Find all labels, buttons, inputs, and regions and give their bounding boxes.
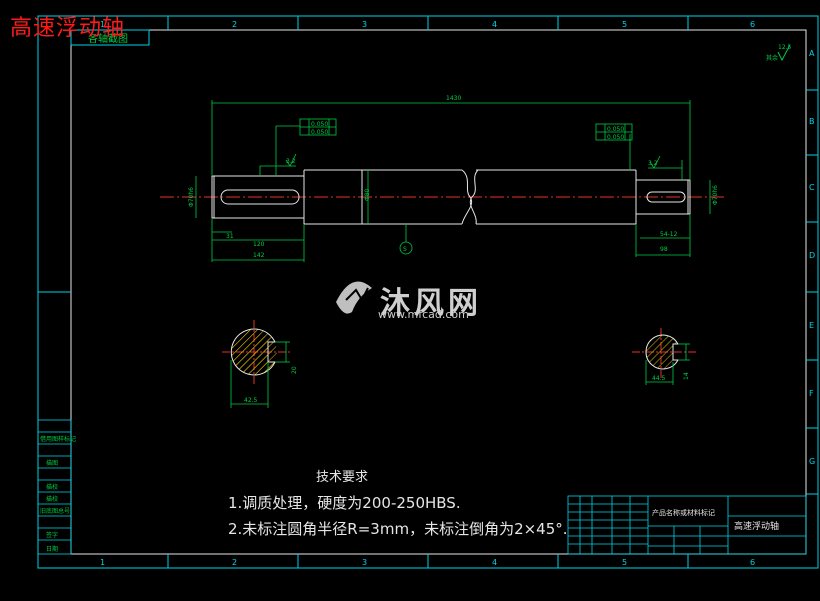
top-zone-2: 2 — [232, 20, 237, 29]
shaft-outline — [211, 169, 691, 225]
top-zone-ruler — [38, 16, 818, 568]
top-zone-6: 6 — [750, 20, 755, 29]
dim-len-142: 142 — [253, 252, 265, 259]
tl-label: 各轴截图 — [88, 32, 128, 45]
section-left: 42.5 20 — [222, 320, 298, 408]
right-zone-f: F — [809, 389, 814, 398]
datum-letter: S — [403, 246, 407, 253]
right-zone-c: C — [809, 183, 815, 192]
right-zone-b: B — [809, 117, 815, 126]
watermark-url: www.mfcad.com — [378, 308, 469, 321]
dimension-lines — [195, 100, 711, 262]
right-zone-g: G — [809, 457, 815, 466]
datum-icon — [399, 241, 413, 255]
sec-left-v: 20 — [291, 366, 298, 374]
title-block — [567, 495, 807, 555]
tol-right-2: 0.050 — [607, 134, 624, 141]
tol-right-1: 0.050 — [607, 126, 624, 133]
tl-label-box — [70, 29, 150, 46]
section-right: 44.5 14 — [632, 328, 696, 385]
dim-len-120: 120 — [253, 241, 265, 248]
roughness-other-icon — [777, 44, 791, 62]
strip-6: 签字 — [46, 531, 58, 539]
top-zone-5: 5 — [622, 20, 627, 29]
sec-right-h: 44.5 — [652, 375, 666, 382]
top-zone-3: 3 — [362, 20, 367, 29]
dim-left-dia: Φ70h6 — [188, 187, 195, 207]
dim-key-width: 54-12 — [660, 231, 678, 238]
tech-line-1: 1.调质处理，硬度为200-250HBS. — [228, 494, 461, 512]
dim-len-31: 31 — [226, 233, 234, 240]
shaft-roughness-icons — [285, 153, 661, 169]
bottom-zone-1: 1 — [100, 558, 105, 567]
bottom-zone-2: 2 — [232, 558, 237, 567]
dim-right-dia: Φ70h6 — [712, 185, 719, 205]
top-zone-4: 4 — [492, 20, 497, 29]
title-block-material: 产品名称或材料标记 — [652, 508, 715, 517]
bottom-zone-5: 5 — [622, 558, 627, 567]
page-title: 高速浮动轴 — [10, 16, 126, 41]
dim-center-dia: Φ80 — [364, 188, 371, 201]
strip-5: 旧底图总号 — [40, 507, 70, 515]
dim-right-roughness: 3.2 — [648, 160, 658, 167]
dim-len-98: 98 — [660, 246, 668, 253]
tolerance-frames — [299, 118, 633, 141]
title-block-part-name: 高速浮动轴 — [734, 520, 779, 532]
top-zone-1: 1 — [100, 20, 105, 29]
left-strip — [37, 419, 72, 555]
strip-4: 描校 — [46, 495, 58, 503]
watermark: 沐风网 www.mfcad.com — [330, 278, 500, 322]
sec-right-v: 14 — [683, 372, 690, 380]
tol-left-2: 0.050 — [311, 129, 328, 136]
watermark-text: 沐风网 — [380, 286, 482, 321]
right-zone-a: A — [809, 49, 815, 58]
dim-left-roughness: 3.2 — [286, 158, 296, 165]
strip-3: 描校 — [46, 483, 58, 491]
bottom-zone-3: 3 — [362, 558, 367, 567]
strip-7: 日期 — [46, 545, 58, 553]
roughness-value: 12.5 — [778, 44, 792, 51]
bottom-zone-4: 4 — [492, 558, 497, 567]
strip-2: 描图 — [46, 459, 58, 467]
strip-1: 借用图样标记 — [40, 435, 76, 443]
tol-left-1: 0.050 — [311, 121, 328, 128]
tech-line-2: 2.未标注圆角半径R=3mm，未标注倒角为2×45°. — [228, 520, 568, 538]
right-zone-d: D — [809, 251, 815, 260]
watermark-logo-icon — [336, 281, 372, 314]
right-zone-e: E — [809, 321, 814, 330]
tech-heading: 技术要求 — [316, 470, 369, 485]
roughness-suffix: 其余 — [766, 54, 778, 62]
bottom-zone-6: 6 — [750, 558, 755, 567]
dim-overall-length: 1430 — [446, 95, 461, 102]
sec-left-h: 42.5 — [244, 397, 258, 404]
